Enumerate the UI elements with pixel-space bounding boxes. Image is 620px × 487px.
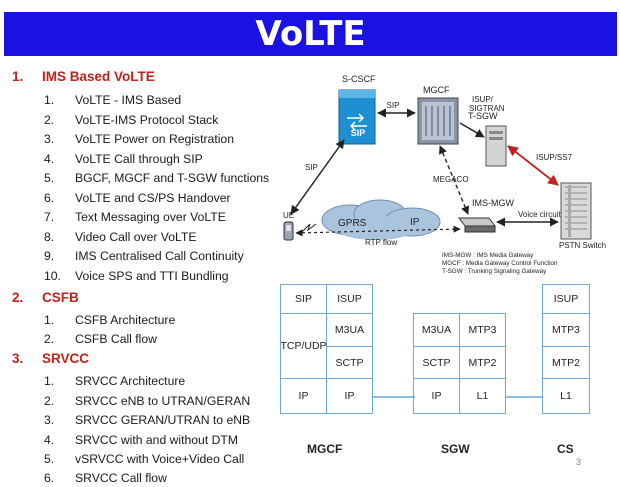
pstn-switch-node	[560, 182, 592, 240]
item-label: SRVCC Call flow	[75, 471, 167, 485]
item-number: 2.	[44, 332, 55, 346]
stack-cell-mtp3: MTP3	[542, 313, 590, 347]
stack-cell-l1: L1	[542, 378, 590, 414]
rtp-flow-label: RTP flow	[365, 238, 397, 247]
gprs-label: GPRS	[338, 218, 367, 229]
link-tsgw-pstn	[507, 145, 559, 186]
stack-cell-isup: ISUP	[542, 284, 590, 314]
cs-stack-label: CS	[557, 442, 574, 456]
pstn-label: PSTN Switch	[559, 241, 606, 250]
link-mgcf-mgw	[438, 145, 470, 215]
item-number: 4.	[44, 433, 55, 447]
link-mgcf-tsgw	[459, 122, 485, 138]
sip-box-label: SIP	[351, 128, 366, 138]
item-label: Voice SPS and TTI Bundling	[75, 269, 229, 283]
item-label: VoLTE and CS/PS Handover	[75, 191, 231, 205]
stack-cell-tcpudp: TCP/UDP	[280, 313, 327, 379]
stack-cell-m3ua: M3UA	[326, 313, 373, 347]
item-label: CSFB Architecture	[75, 313, 176, 327]
stack-cell-ip: IP	[280, 378, 327, 414]
section-number: 2.	[12, 290, 24, 305]
section-label: IMS Based VoLTE	[42, 69, 155, 84]
legend-line: MGCF : Media Gateway Control Function	[442, 260, 558, 267]
stack-cell-mtp2: MTP2	[542, 346, 590, 379]
item-label: CSFB Call flow	[75, 332, 157, 346]
item-label: SRVCC with and without DTM	[75, 433, 239, 447]
section-number: 1.	[12, 69, 24, 84]
mgcf-label: MGCF	[423, 85, 450, 95]
item-number: 1.	[44, 374, 55, 388]
item-number: 4.	[44, 152, 55, 166]
stack-cell-m3ua: M3UA	[413, 313, 460, 347]
item-number: 7.	[44, 210, 55, 224]
item-number: 6.	[44, 191, 55, 205]
section-number: 3.	[12, 351, 24, 366]
voice-circuit-label: Voice circuit	[518, 210, 561, 219]
item-number: 3.	[44, 413, 55, 427]
legend-line: IMS-MGW : IMS Media Gateway	[442, 252, 534, 259]
item-label: SRVCC eNB to UTRAN/GERAN	[75, 394, 251, 408]
isup-ss7-label: ISUP/SS7	[536, 153, 573, 162]
stack-cell-sctp: SCTP	[326, 346, 373, 379]
item-number: 1.	[44, 313, 55, 327]
tsgw-node	[485, 125, 507, 167]
item-number: 9.	[44, 249, 55, 263]
item-label: SRVCC Architecture	[75, 374, 186, 388]
stack-cell-ip: IP	[413, 378, 460, 414]
scscf-label: S-CSCF	[342, 74, 376, 84]
stack-cell-mtp2: MTP2	[459, 346, 506, 379]
item-number: 2.	[44, 113, 55, 127]
stack-cell-isup: ISUP	[326, 284, 373, 314]
mgcf-stack-label: MGCF	[307, 442, 343, 456]
item-label: vSRVCC with Voice+Video Call	[75, 452, 245, 466]
item-number: 3.	[44, 132, 55, 146]
item-number: 1.	[44, 93, 55, 107]
item-label: BGCF, MGCF and T-SGW functions	[75, 171, 270, 185]
item-label: VoLTE - IMS Based	[75, 93, 182, 107]
stack-cell-sctp: SCTP	[413, 346, 460, 379]
mgcf-node	[417, 97, 459, 145]
stack-cell-sip: SIP	[280, 284, 327, 314]
section-label: CSFB	[42, 290, 79, 305]
section-label: SRVCC	[42, 351, 90, 366]
stack-cell-l1: L1	[459, 378, 506, 414]
radio-link-icon	[301, 223, 317, 233]
ue-label: UE	[283, 211, 294, 220]
isup-sigtran-label-1: ISUP/	[472, 95, 494, 104]
sgw-stack-label: SGW	[441, 442, 470, 456]
isup-sigtran-label-2: SIGTRAN	[469, 104, 505, 113]
item-label: Text Messaging over VoLTE	[75, 210, 226, 224]
ue-phone-icon	[283, 221, 294, 241]
scscf-node: SIP	[338, 89, 376, 145]
item-label: Video Call over VoLTE	[75, 230, 197, 244]
legend-line: T-SGW : Trunking Signaling Gateway	[442, 268, 547, 275]
item-number: 2.	[44, 394, 55, 408]
item-label: VoLTE Power on Registration	[75, 132, 234, 146]
ims-mgw-node	[458, 217, 496, 233]
megaco-label: MEGACO	[433, 175, 469, 184]
stack-cell-mtp3: MTP3	[459, 313, 506, 347]
page-title: VoLTE	[255, 14, 366, 54]
link-sip-label: SIP	[387, 101, 400, 110]
ims-mgw-label: IMS-MGW	[472, 198, 514, 208]
item-number: 10.	[44, 269, 61, 283]
item-number: 8.	[44, 230, 55, 244]
title-bar: VoLTE	[4, 12, 617, 56]
item-number: 5.	[44, 452, 55, 466]
link-ue-scscf	[290, 139, 345, 215]
link-sip-ue-label: SIP	[305, 163, 318, 172]
item-label: VoLTE Call through SIP	[75, 152, 203, 166]
item-label: SRVCC GERAN/UTRAN to eNB	[75, 413, 251, 427]
item-label: IMS Centralised Call Continuity	[75, 249, 244, 263]
stack-cell-ip: IP	[326, 378, 373, 414]
switch-icon	[347, 113, 367, 131]
ip-label: IP	[410, 217, 420, 228]
item-number: 6.	[44, 471, 55, 485]
slide-number: 3	[576, 457, 582, 467]
tsgw-label: T-SGW	[468, 111, 498, 121]
item-label: VoLTE-IMS Protocol Stack	[75, 113, 219, 127]
item-number: 5.	[44, 171, 55, 185]
